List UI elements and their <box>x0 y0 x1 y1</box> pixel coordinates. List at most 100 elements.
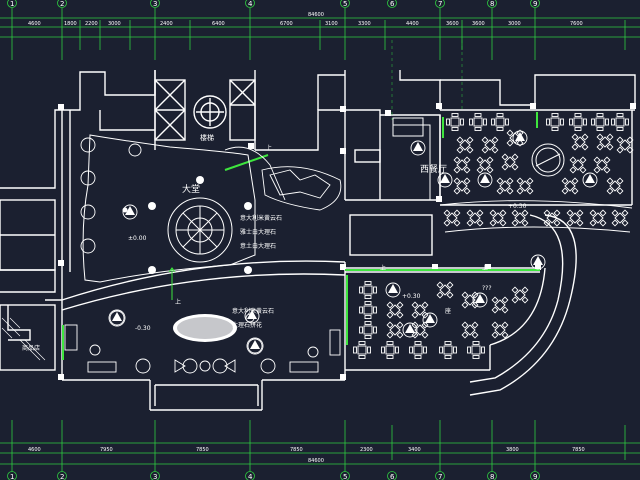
room-lobby: 大堂 <box>182 183 200 195</box>
room-shop: 商品店 <box>22 344 40 352</box>
west-table-row3-0 <box>453 177 471 195</box>
dim-bottom-3: 7850 <box>196 447 209 453</box>
dim-top-11: 3600 <box>446 21 459 27</box>
dim-top-8: 3100 <box>325 21 338 27</box>
section-marker-8 <box>437 172 453 188</box>
dim-bottom-4: 7850 <box>290 447 303 453</box>
column-grid <box>391 40 463 120</box>
dim-top-7: 6700 <box>280 21 293 27</box>
east-table-2 <box>386 321 404 339</box>
east-booth-0 <box>359 281 377 299</box>
west-table-top-3 <box>546 113 564 131</box>
section-marker-3 <box>385 282 401 298</box>
east-table-bottom-3 <box>439 341 457 359</box>
dim-top-total: 84600 <box>308 12 324 18</box>
up-arrows <box>168 267 176 300</box>
axis-label-bottom-2: 2 <box>60 473 64 480</box>
east-booth-2 <box>359 321 377 339</box>
axis-label-bottom-7: 7 <box>438 473 442 480</box>
bottom-dimension-texts: 4600 7950 7850 7850 2300 3400 3800 7850 … <box>28 447 585 464</box>
west-table-top-0 <box>446 113 464 131</box>
unknown-label: ??? <box>482 285 492 292</box>
top-dimension-texts: 4600 1800 2200 3000 2400 6400 6700 3100 … <box>28 12 583 27</box>
dim-top-2: 1800 <box>64 21 77 27</box>
west-table-row2-4 <box>593 156 611 174</box>
axis-label-bottom-8: 8 <box>490 473 494 480</box>
top-dimension-lines <box>0 8 640 60</box>
room-western: 西餐厅 <box>420 163 447 175</box>
level-east: +0.30 <box>508 203 527 210</box>
west-table-row3-4 <box>606 177 624 195</box>
east-dining-tables <box>353 281 529 359</box>
west-table-row2-3 <box>569 156 587 174</box>
axis-label-5: 5 <box>343 0 347 8</box>
west-table-mid-0 <box>456 136 474 154</box>
shop-hatch <box>1 317 46 361</box>
dim-top-9: 3300 <box>358 21 371 27</box>
section-marker-7 <box>582 172 598 188</box>
dim-top-10: 4400 <box>406 21 419 27</box>
axis-label-1: 1 <box>10 0 14 8</box>
dim-top-12: 3600 <box>472 21 485 27</box>
section-marker-12 <box>422 312 438 328</box>
west-table-step-5 <box>566 209 584 227</box>
west-round-bar <box>531 143 565 177</box>
west-table-row3-2 <box>516 177 534 195</box>
west-table-top-1 <box>469 113 487 131</box>
axis-label-bottom-6: 6 <box>390 473 395 480</box>
west-table-mid-3 <box>571 133 589 151</box>
section-marker-4 <box>472 292 488 308</box>
up-label-east-2: 上 <box>482 264 488 272</box>
up-label-stair: 上 <box>266 144 272 152</box>
section-marker-1 <box>109 310 125 326</box>
dim-top-14: 7600 <box>570 21 583 27</box>
west-step-line <box>439 200 633 233</box>
west-table-step-7 <box>611 209 629 227</box>
east-table-bottom-0 <box>353 341 371 359</box>
west-table-row3-1 <box>496 177 514 195</box>
dim-bottom-5: 2300 <box>360 447 373 453</box>
note-marble-5: 大理石拼花 <box>232 321 262 329</box>
section-marker-9 <box>244 308 260 324</box>
dim-top-4: 3000 <box>108 21 121 27</box>
west-table-top-2 <box>491 113 509 131</box>
note-marble-3: 意土白大理石 <box>240 242 276 250</box>
section-marker-5 <box>477 172 493 188</box>
oval-mosaic <box>173 314 237 342</box>
east-table-7 <box>511 286 529 304</box>
east-table-8 <box>461 321 479 339</box>
section-marker-2 <box>247 338 263 354</box>
east-booth-1 <box>359 301 377 319</box>
west-table-step-0 <box>443 209 461 227</box>
east-table-bottom-1 <box>381 341 399 359</box>
section-marker-0 <box>122 204 138 220</box>
axis-label-4: 4 <box>248 0 253 8</box>
glass-partitions <box>62 112 540 360</box>
section-marker-13 <box>402 322 418 338</box>
top-axis-labels: 1 2 3 4 5 6 7 8 9 <box>10 0 537 8</box>
axis-label-bottom-5: 5 <box>343 473 347 480</box>
axis-label-9: 9 <box>533 0 537 8</box>
axis-label-8: 8 <box>490 0 494 8</box>
section-marker-6 <box>512 130 528 146</box>
columns <box>58 103 636 380</box>
dim-bottom-8: 7850 <box>572 447 585 453</box>
dim-top-5: 2400 <box>160 21 173 27</box>
west-table-top-5 <box>591 113 609 131</box>
dim-top-3: 2200 <box>85 21 98 27</box>
lobby-rotunda <box>82 134 256 283</box>
west-table-top-4 <box>569 113 587 131</box>
west-table-step-3 <box>511 209 529 227</box>
axis-label-bottom-1: 1 <box>10 473 14 480</box>
west-table-step-1 <box>466 209 484 227</box>
axis-label-bottom-3: 3 <box>153 473 157 480</box>
east-table-9 <box>491 321 509 339</box>
west-table-step-4 <box>543 209 561 227</box>
stair-pool <box>224 146 342 211</box>
bottom-axis-bubbles <box>7 471 540 480</box>
note-marble-2: 雅士白大理石 <box>240 228 276 236</box>
axis-label-2: 2 <box>60 0 64 8</box>
east-table-6 <box>491 296 509 314</box>
dim-bottom-6: 3400 <box>408 447 421 453</box>
